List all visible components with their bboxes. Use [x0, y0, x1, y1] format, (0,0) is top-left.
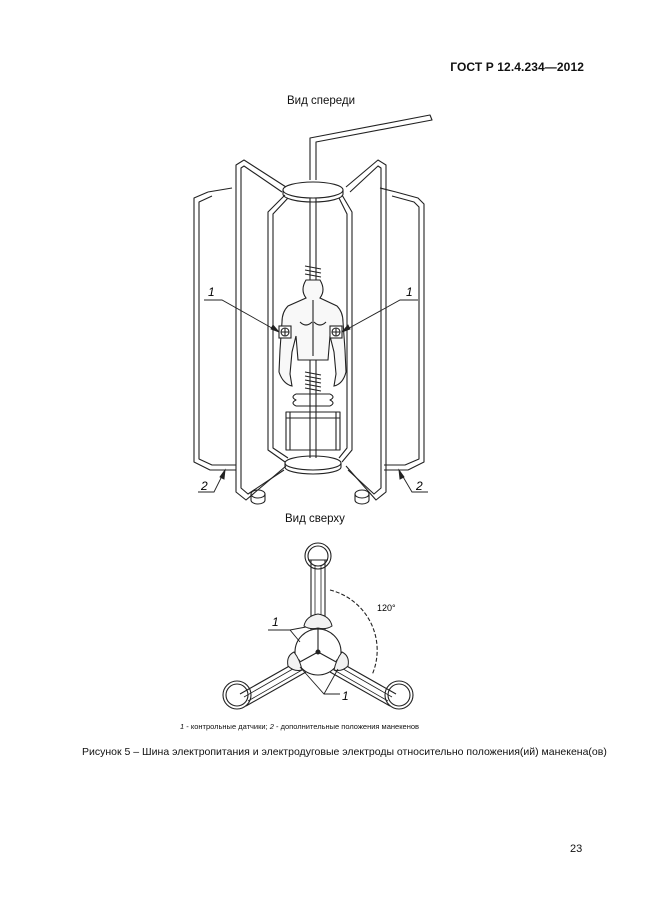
leader-top-1	[268, 626, 307, 643]
page-number: 23	[570, 843, 583, 855]
callout-1-right: 1	[406, 285, 413, 299]
inner-post-left	[267, 194, 286, 463]
mannequin-top-right	[333, 651, 349, 671]
feed-arm	[309, 114, 433, 180]
figure-legend: 1 - контрольные датчики; 2 - дополнитель…	[180, 722, 419, 731]
front-view-title: Вид спереди	[287, 95, 356, 107]
callout-bottom-1: 1	[342, 689, 349, 703]
inner-post-right	[341, 194, 353, 463]
legend-text-2: - дополнительные положения манекенов	[273, 722, 420, 731]
cage-left	[235, 159, 287, 501]
legend-num-1: 1	[180, 722, 185, 731]
top-view-title: Вид сверху	[285, 513, 345, 525]
stand-block	[285, 411, 341, 451]
callout-1-left: 1	[208, 285, 215, 299]
spring	[304, 371, 322, 392]
leader-1-left	[204, 299, 280, 333]
figure-caption: Рисунок 5 – Шина электропитания и электр…	[82, 746, 607, 758]
mannequin-top-left	[287, 651, 303, 671]
mannequin	[278, 279, 347, 387]
callout-2-right: 2	[415, 479, 423, 493]
arm-end-lower-left	[222, 680, 252, 710]
bellows	[292, 393, 334, 407]
leader-1-right	[341, 299, 418, 333]
angle-label: 120°	[377, 603, 396, 613]
outer-frame-left	[193, 191, 236, 471]
arm-end-lower-right	[384, 680, 414, 710]
legend-text-1: - контрольные датчики;	[184, 722, 270, 731]
standard-number: ГОСТ Р 12.4.234—2012	[450, 60, 584, 74]
leader-bottom-1	[299, 666, 340, 695]
arm-end-up	[304, 542, 332, 570]
callout-top-1: 1	[272, 615, 279, 629]
legend-num-2: 2	[269, 722, 274, 731]
cage-right	[345, 159, 387, 501]
callout-2-left: 2	[200, 479, 208, 493]
front-view-drawing: 1 1 2 2	[193, 114, 433, 505]
angle-arc	[329, 589, 378, 676]
outer-frame-right	[384, 191, 425, 471]
mannequin-top-up	[303, 613, 333, 630]
top-view-drawing: 1 1 120°	[222, 542, 414, 710]
